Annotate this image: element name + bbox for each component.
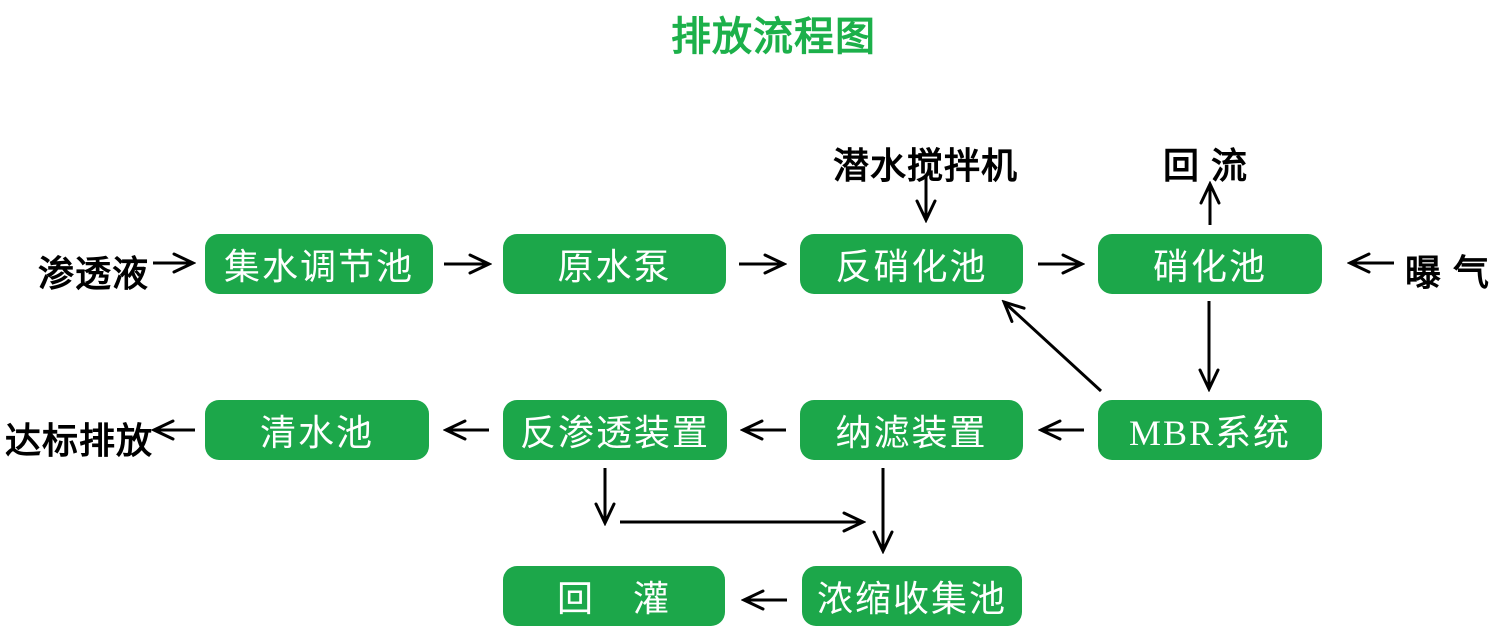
label-submersible-mixer: 潜水搅拌机: [833, 145, 1019, 186]
node-raw-water-pump: 原水泵: [503, 234, 726, 294]
node-collection-tank: 集水调节池: [205, 234, 433, 294]
node-concentrate-tank: 浓缩收集池: [802, 566, 1022, 626]
node-reverse-osmosis: 反渗透装置: [503, 400, 727, 460]
diagram-title: 排放流程图: [671, 15, 876, 59]
label-influent: 渗透液: [38, 253, 150, 294]
label-reflux: 回 流: [1163, 145, 1249, 186]
label-aeration: 曝 气: [1405, 252, 1491, 293]
node-nitrification-tank: 硝化池: [1098, 234, 1322, 294]
label-discharge: 达标排放: [5, 420, 154, 461]
node-nanofiltration: 纳滤装置: [800, 400, 1023, 460]
node-clear-water-tank: 清水池: [205, 400, 429, 460]
node-reinjection: 回 灌: [503, 566, 725, 626]
node-mbr-system: MBR系统: [1098, 400, 1322, 460]
node-denitrification-tank: 反硝化池: [800, 234, 1023, 294]
arrow-mbr-to-denitrification: [1004, 302, 1103, 393]
